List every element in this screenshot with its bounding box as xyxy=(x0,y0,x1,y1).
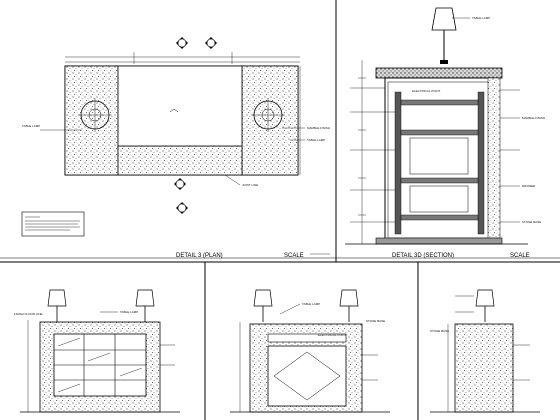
annotation-label: ELECTRICAL POINT xyxy=(412,89,441,93)
annotation-label: TABLE LAMP xyxy=(472,16,490,20)
plan-view: MARBLE FINISH TABLE LAMP TABLE LAMP JOIN… xyxy=(21,37,330,259)
table-lamp-icon xyxy=(475,289,495,322)
annotation-label: JOINT LINE xyxy=(242,183,258,187)
annotation-label: STONE BASE xyxy=(366,319,385,323)
annotation-label: MARBLE FINISH xyxy=(522,116,545,120)
annotation-label: STONE BASE xyxy=(430,329,449,333)
annotation-label: ELECTRICAL POINT xyxy=(318,333,347,337)
panel-scale: SCALE xyxy=(510,253,530,259)
notes-box xyxy=(21,211,85,237)
panel-title: DETAIL 3D (SECTION) xyxy=(392,253,454,259)
section-marker-icon xyxy=(174,178,188,214)
panel-title: DETAIL 3 (PLAN) xyxy=(176,253,223,259)
elevation-view-1: TABLE LAMP FINISH FLOOR LINE xyxy=(14,289,180,413)
annotation-label: TABLE LAMP xyxy=(307,138,325,142)
annotation-label: TABLE LAMP xyxy=(22,124,40,128)
annotation-label: MARBLE FINISH xyxy=(307,126,330,130)
annotation-label: TABLE LAMP xyxy=(120,310,138,314)
elevation-view-3: STONE BASE xyxy=(430,289,540,413)
elevation-view-2: TABLE LAMP STONE BASE ELECTRICAL POINT xyxy=(230,289,390,413)
table-lamp-icon xyxy=(78,98,112,132)
table-lamp-icon xyxy=(47,289,155,322)
section-marker-icon xyxy=(176,37,217,49)
panel-scale: SCALE xyxy=(284,253,304,259)
table-lamp-icon xyxy=(253,289,359,322)
annotation-label: DRAWER xyxy=(522,184,536,188)
annotation-label: TABLE LAMP xyxy=(302,302,320,306)
annotation-label: STONE BASE xyxy=(522,220,541,224)
table-lamp-icon xyxy=(251,98,285,132)
annotation-label: FINISH FLOOR LINE xyxy=(14,312,43,316)
table-lamp-icon xyxy=(431,7,457,64)
section-view: TABLE LAMP xyxy=(345,7,545,259)
